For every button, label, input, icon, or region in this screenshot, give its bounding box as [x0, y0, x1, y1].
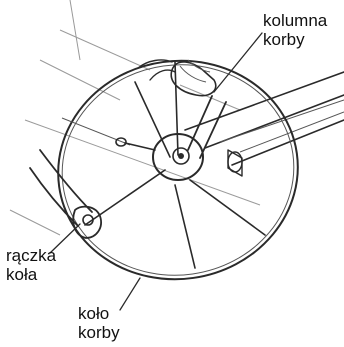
label-wheel-handle-line2: koła: [6, 265, 56, 284]
label-wheel-handle: rączka koła: [6, 246, 56, 284]
support-beam: [185, 72, 344, 176]
wheel-hub: [116, 134, 203, 180]
label-crank-wheel-line2: korby: [78, 323, 120, 342]
background-frame: [10, 0, 260, 235]
label-crank-column-line2: korby: [263, 30, 327, 49]
crank-column: [138, 60, 226, 158]
label-crank-wheel-line1: koło: [78, 304, 120, 323]
label-wheel-handle-line1: rączka: [6, 246, 56, 265]
label-crank-column-line1: kolumna: [263, 11, 327, 30]
crank-wheel: [44, 45, 312, 294]
label-crank-column: kolumna korby: [263, 11, 327, 49]
label-crank-wheel: koło korby: [78, 304, 120, 342]
